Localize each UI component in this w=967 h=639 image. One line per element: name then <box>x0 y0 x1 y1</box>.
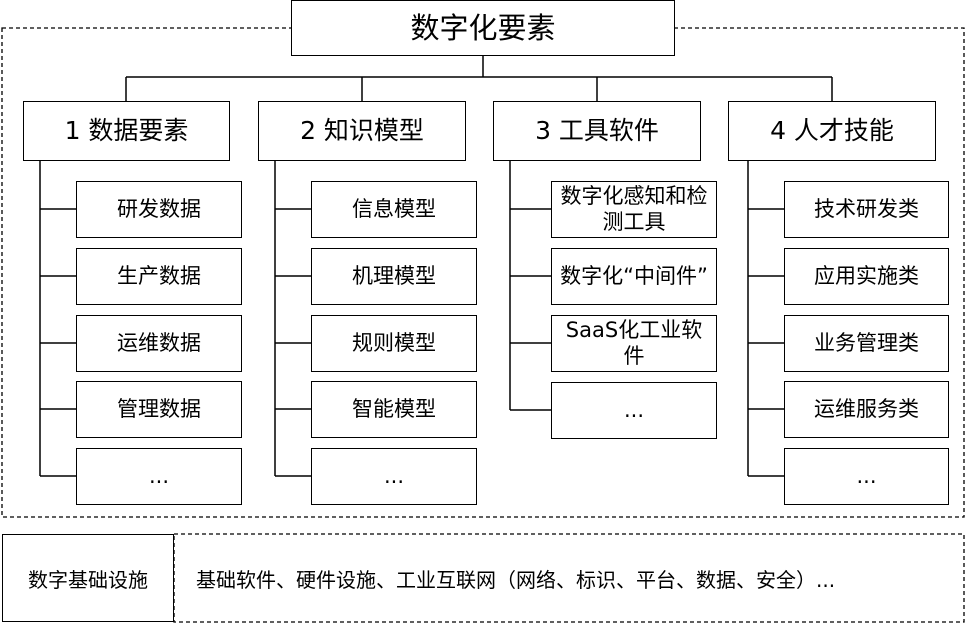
item-operations-data: 运维数据 <box>76 315 242 372</box>
infrastructure-label: 数字基础设施 <box>2 534 174 622</box>
item-business-management-talent: 业务管理类 <box>784 315 949 372</box>
item-information-model: 信息模型 <box>311 181 477 238</box>
item-production-data: 生产数据 <box>76 248 242 305</box>
category-talent-skills: 4 人才技能 <box>728 101 936 161</box>
category-data-elements: 1 数据要素 <box>23 101 230 161</box>
item-management-data: 管理数据 <box>76 381 242 438</box>
item-more-data: ... <box>76 448 242 505</box>
item-mechanism-model: 机理模型 <box>311 248 477 305</box>
item-more-talent: ... <box>784 448 949 505</box>
root-node: 数字化要素 <box>291 0 675 56</box>
category-knowledge-models: 2 知识模型 <box>258 101 466 161</box>
item-intelligent-model: 智能模型 <box>311 381 477 438</box>
item-saas-industrial-software: SaaS化工业软件 <box>551 315 717 372</box>
item-sensing-detection-tools: 数字化感知和检测工具 <box>551 181 717 238</box>
item-ops-service-talent: 运维服务类 <box>784 381 949 438</box>
item-more-tools: ... <box>551 382 717 439</box>
item-rule-model: 规则模型 <box>311 315 477 372</box>
category-tool-software: 3 工具软件 <box>493 101 701 161</box>
infrastructure-content: 基础软件、硬件设施、工业互联网（网络、标识、平台、数据、安全）... <box>196 567 836 592</box>
item-rd-data: 研发数据 <box>76 181 242 238</box>
item-implementation-talent: 应用实施类 <box>784 248 949 305</box>
item-tech-rd-talent: 技术研发类 <box>784 181 949 238</box>
item-more-models: ... <box>311 448 477 505</box>
item-middleware: 数字化“中间件” <box>551 248 717 305</box>
